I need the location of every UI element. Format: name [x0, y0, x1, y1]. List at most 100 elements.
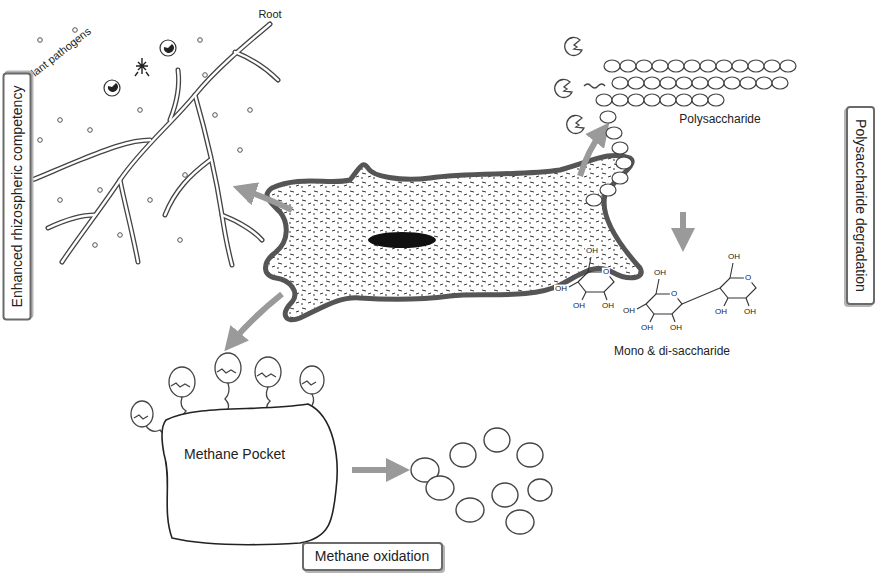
soil-particle	[38, 38, 43, 43]
root-system	[32, 24, 278, 265]
bond-line	[637, 304, 646, 309]
polysaccharide-chain	[586, 60, 796, 206]
nucleus	[368, 232, 436, 248]
ring-oxygen-label: O	[602, 268, 610, 277]
soil-particle	[248, 108, 253, 113]
sugar-unit	[628, 77, 644, 89]
soil-particle	[248, 198, 253, 203]
hydroxyl-label: OH	[669, 324, 683, 333]
sugar-unit	[612, 77, 628, 89]
sugar-unit	[612, 172, 628, 184]
sugar-unit	[600, 184, 616, 196]
hydroxyl-label: OH	[714, 308, 728, 317]
sugar-unit	[692, 77, 708, 89]
sugar-unit	[708, 77, 724, 89]
hydroxyl-label: OH	[622, 307, 636, 316]
enzyme-attack	[584, 84, 605, 88]
sugar-unit	[732, 60, 748, 72]
soil-particle	[198, 38, 203, 43]
sugar-unit	[644, 94, 660, 106]
soil-particle	[38, 138, 43, 143]
soil-particle	[183, 173, 188, 178]
sugar-unit	[756, 77, 772, 89]
glycosidic-bond	[682, 288, 720, 304]
pathogen-icons	[104, 40, 176, 96]
sugar-unit	[612, 94, 628, 106]
soil-particle	[58, 198, 63, 203]
bond-line	[656, 279, 659, 294]
hydroxyl-label: OH	[653, 269, 667, 278]
soil-particle	[118, 233, 123, 238]
node-text: Polysaccharide degradation	[852, 119, 868, 292]
bond-line	[650, 314, 654, 322]
soil-particle	[148, 198, 153, 203]
sugar-unit	[606, 127, 622, 139]
hydroxyl-label: OH	[743, 308, 757, 317]
hydroxyl-label: OH	[572, 302, 586, 311]
node-text: Enhanced rhizospheric competency	[9, 85, 25, 307]
sugar-unit	[772, 77, 788, 89]
pathogen-label: Plant pathogens	[23, 25, 93, 83]
sugar-unit	[740, 77, 756, 89]
function-banner: Enhanced rhizospheric competency	[3, 72, 32, 320]
hydroxyl-label: OH	[640, 324, 654, 333]
bond-line	[746, 298, 749, 306]
enzymes	[555, 37, 584, 133]
sugar-unit	[724, 77, 740, 89]
sugar-unit	[652, 60, 668, 72]
sugar-unit	[586, 194, 602, 206]
sugar-unit	[716, 60, 732, 72]
sugar-unit	[780, 60, 796, 72]
soil-particle	[213, 113, 218, 118]
bond-line	[724, 298, 728, 306]
pocket-outline-path	[162, 404, 337, 545]
sugar-unit	[668, 60, 684, 72]
function-banner: Methane oxidation	[302, 542, 443, 571]
pocket-outline	[158, 398, 344, 548]
sugar-unit	[676, 94, 692, 106]
bond-line	[588, 257, 591, 272]
soil-particle	[238, 148, 243, 153]
function-banner: Polysaccharide degradation	[846, 106, 875, 305]
sugar-unit	[604, 60, 620, 72]
sugar-unit	[692, 94, 708, 106]
soil-particle	[98, 188, 103, 193]
ring-oxygen-label: O	[670, 290, 678, 299]
soil-particle	[178, 238, 183, 243]
soil-particle	[138, 108, 143, 113]
methane-pocket: Methane Pocket	[158, 398, 344, 548]
soil-particles	[28, 28, 253, 248]
oxidation-products	[411, 428, 552, 534]
ring-oxygen-label: O	[744, 274, 752, 283]
chain-label: Polysaccharide	[679, 113, 760, 126]
hydroxyl-label: OH	[585, 247, 599, 256]
sugar-unit	[636, 60, 652, 72]
root-label: Root	[258, 8, 281, 20]
sugar-unit	[620, 60, 636, 72]
sugar-unit	[596, 94, 612, 106]
soil-particle	[58, 118, 63, 123]
hydroxyl-label: OH	[554, 285, 568, 294]
sugar-unit	[708, 94, 724, 106]
soil-particle	[93, 243, 98, 248]
sugar-unit	[660, 94, 676, 106]
bond-line	[730, 263, 733, 278]
sugar-unit	[660, 77, 676, 89]
hydroxyl-label: OH	[727, 253, 741, 262]
sugar-unit	[600, 111, 616, 123]
sugar-unit	[748, 60, 764, 72]
soil-particle	[203, 73, 208, 78]
sugar-unit	[644, 77, 660, 89]
bond-line	[672, 314, 675, 322]
sugar-unit	[676, 77, 692, 89]
bond-line	[569, 282, 578, 287]
hydroxyl-label: OH	[601, 302, 615, 311]
sugar-structures	[569, 257, 756, 322]
bond-line	[604, 292, 607, 300]
microbial-cell	[266, 155, 642, 319]
soil-particle	[88, 128, 93, 133]
bond-line	[582, 292, 586, 300]
product-label: Mono & di-saccharide	[614, 345, 730, 358]
sugar-unit	[616, 157, 632, 169]
